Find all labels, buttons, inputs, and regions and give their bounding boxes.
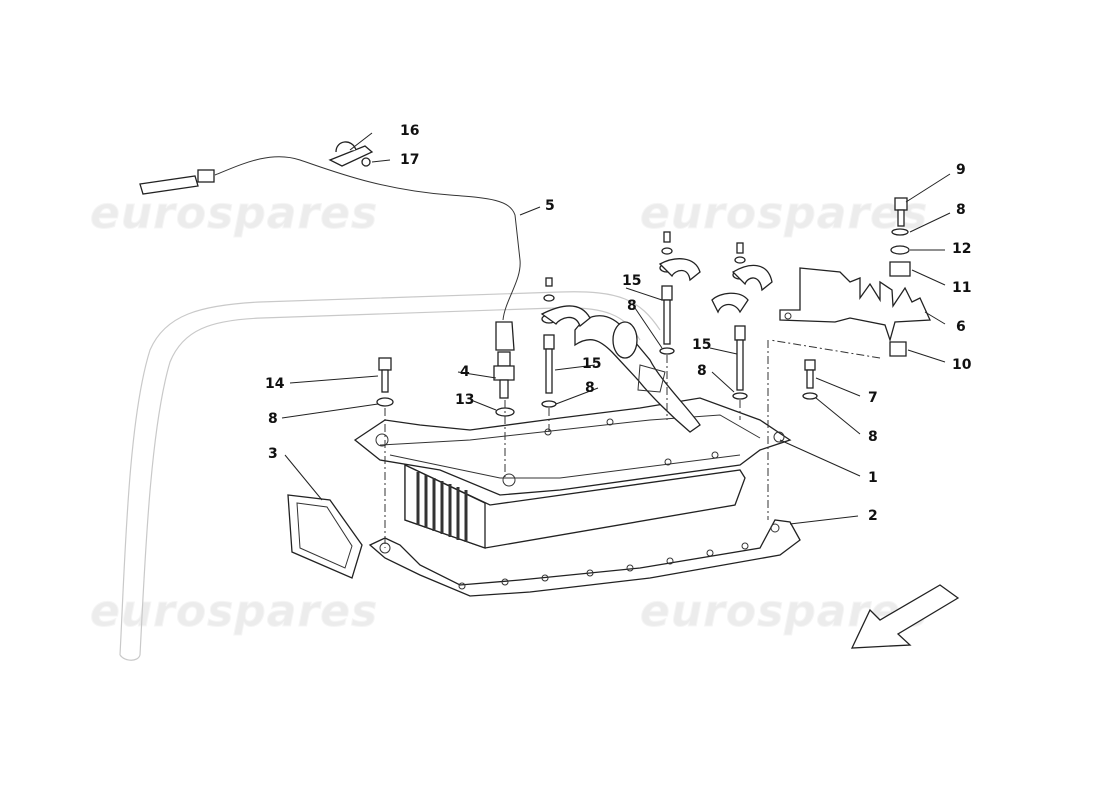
right-spacer-stack — [711, 242, 773, 420]
callout-13: 13 — [455, 392, 474, 408]
callout-14: 14 — [265, 376, 285, 392]
callout-8-left: 8 — [268, 411, 278, 427]
callout-7: 7 — [868, 390, 878, 406]
intercooler-body — [353, 397, 792, 549]
inlet-pipe — [574, 315, 701, 433]
callout-4: 4 — [460, 364, 470, 380]
callout-8-right: 8 — [697, 363, 707, 379]
callout-15-right: 15 — [692, 337, 711, 353]
callout-5: 5 — [545, 198, 555, 214]
gasket-plate — [368, 519, 801, 597]
watermark-bottom-left: eurospares — [90, 586, 378, 637]
callout-9: 9 — [956, 162, 966, 178]
watermarks: eurospares eurospares eurospares eurospa… — [90, 188, 928, 638]
callout-15-center: 15 — [622, 273, 641, 289]
callout-16: 16 — [400, 123, 419, 139]
wire-bracket-assembly — [769, 197, 931, 359]
callout-11: 11 — [952, 280, 971, 296]
callout-6: 6 — [956, 319, 966, 335]
callout-2: 2 — [868, 508, 878, 524]
cable-bracket — [328, 141, 374, 167]
callout-8-center: 8 — [627, 298, 637, 314]
callout-10: 10 — [952, 357, 972, 373]
leader-lines — [281, 132, 951, 525]
center-left-spacer-stack — [540, 277, 591, 432]
watermark-top-left: eurospares — [90, 188, 378, 239]
bolt-7 — [767, 340, 818, 520]
temperature-sensor — [493, 351, 515, 480]
cooler-fins — [416, 472, 468, 542]
callout-1: 1 — [868, 470, 878, 486]
sensor-cable — [139, 156, 521, 351]
watermark-bottom-right: eurospares — [640, 586, 928, 637]
callout-8-center-left: 8 — [585, 380, 595, 396]
callout-labels: 16 17 5 4 13 14 8 3 15 8 15 8 15 8 7 8 1… — [265, 123, 972, 524]
callout-3: 3 — [268, 446, 278, 462]
left-stud — [376, 357, 394, 548]
callout-8-top-right: 8 — [956, 202, 966, 218]
callout-17: 17 — [400, 152, 419, 168]
callout-12: 12 — [952, 241, 971, 257]
direction-arrow-icon — [850, 584, 960, 649]
watermark-top-right: eurospares — [640, 188, 928, 239]
callout-15-left: 15 — [582, 356, 601, 372]
rectangular-seal — [287, 494, 363, 579]
center-spacer-stack — [658, 231, 701, 420]
ghost-duct — [119, 291, 661, 661]
callout-8-lower-right: 8 — [868, 429, 878, 445]
